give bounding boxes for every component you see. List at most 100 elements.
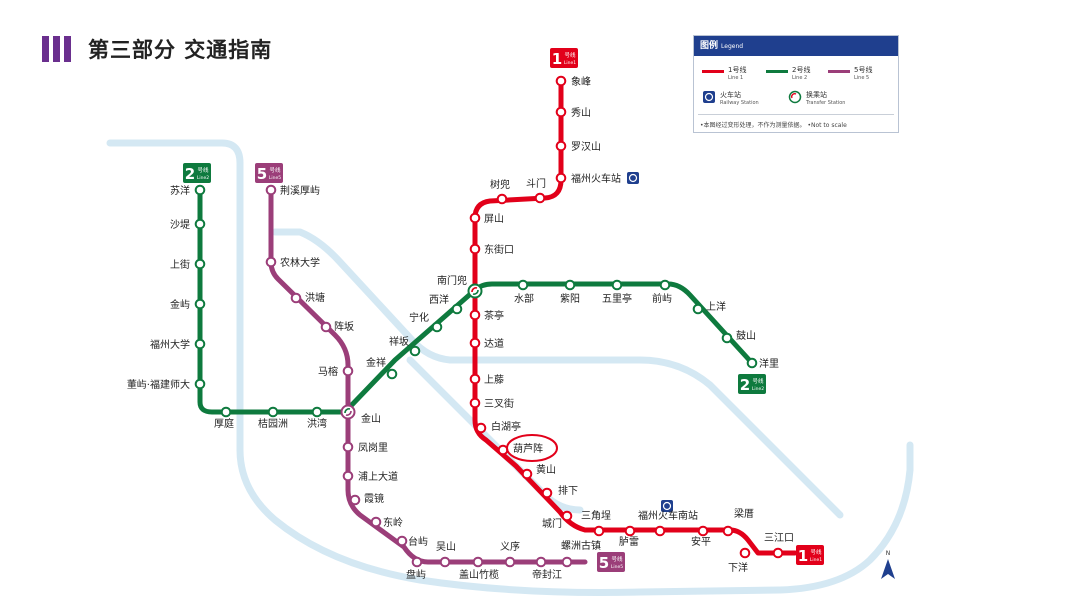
legend-railway-en: Railway Station — [720, 100, 759, 106]
line2-station-label: 西洋 — [429, 293, 449, 306]
line2-station-label: 桔园洲 — [258, 417, 288, 430]
line1-station-dot[interactable] — [555, 172, 567, 184]
line1-station-dot[interactable] — [654, 525, 666, 537]
line1-station-dot[interactable] — [772, 547, 784, 559]
legend-line5-cn: 5号线 — [854, 66, 873, 74]
line2-station-dot[interactable] — [194, 298, 206, 310]
line1-station-dot[interactable] — [469, 243, 481, 255]
line5-station-dot[interactable] — [370, 516, 382, 528]
line1-station-dot[interactable] — [469, 212, 481, 224]
line5-station-dot[interactable] — [320, 321, 332, 333]
legend-railway-cn: 火车站 — [720, 91, 741, 99]
line2-station-dot[interactable] — [194, 218, 206, 230]
line1-station-label: 胪雷 — [619, 536, 639, 548]
line1-station-dot[interactable] — [555, 75, 567, 87]
legend-title: 图例 — [700, 41, 719, 51]
line2-station-dot[interactable] — [659, 279, 671, 291]
svg-text:5: 5 — [599, 554, 609, 572]
legend-transfer-cn: 换乘站 — [806, 91, 827, 99]
line5-station-dot[interactable] — [349, 494, 361, 506]
line2-station-dot[interactable] — [386, 368, 398, 380]
line2-station-label: 前屿 — [652, 292, 672, 305]
railway-station-icon-fuzhou — [627, 172, 639, 184]
line1-station-label: 茶亭 — [484, 309, 504, 322]
line1-station-dot[interactable] — [624, 525, 636, 537]
line1-station-dot[interactable] — [475, 422, 487, 434]
line2-station-dot[interactable] — [194, 258, 206, 270]
line2-station-dot[interactable] — [311, 406, 323, 418]
line5-station-dot[interactable] — [265, 184, 277, 196]
line2-station-dot[interactable] — [194, 338, 206, 350]
svg-text:1: 1 — [798, 547, 808, 565]
line1-station-label: 屏山 — [484, 213, 504, 225]
highlight-ring — [506, 434, 558, 462]
line2-station-dot[interactable] — [267, 406, 279, 418]
line5-station-label: 帝封江 — [532, 568, 562, 581]
line5-station-dot[interactable] — [439, 556, 451, 568]
line5-station-dot[interactable] — [290, 292, 302, 304]
line5-station-dot[interactable] — [342, 441, 354, 453]
line1-station-dot[interactable] — [555, 106, 567, 118]
line1-station-dot[interactable] — [497, 444, 509, 456]
line5-station-dot[interactable] — [472, 556, 484, 568]
line2-station-label: 福州大学 — [150, 338, 190, 351]
compass-icon: N — [881, 550, 895, 579]
legend-line1-en: Line 1 — [728, 75, 744, 81]
line1-station-dot[interactable] — [555, 140, 567, 152]
line5-station-dot[interactable] — [396, 535, 408, 547]
ring-road-outer — [106, 139, 914, 596]
line5-station-dot[interactable] — [265, 256, 277, 268]
line5-station-dot[interactable] — [561, 556, 573, 568]
line2-station-dot[interactable] — [611, 279, 623, 291]
line1-station-dot[interactable] — [534, 192, 546, 204]
line1-station-dot[interactable] — [541, 487, 553, 499]
line1-station-dot[interactable] — [697, 525, 709, 537]
line2-station-dot[interactable] — [431, 321, 443, 333]
line2-station-dot[interactable] — [409, 345, 421, 357]
line1-station-dot[interactable] — [469, 373, 481, 385]
svg-text:号线: 号线 — [810, 548, 822, 556]
line1-station-dot[interactable] — [739, 547, 751, 559]
line2-station-label: 金山 — [361, 412, 381, 425]
line5-station-label: 螺洲古镇 — [561, 539, 601, 552]
compass-label: N — [886, 550, 891, 557]
line2-station-dot[interactable] — [451, 303, 463, 315]
line5-station-dot[interactable] — [535, 556, 547, 568]
line5-station-dot[interactable] — [342, 365, 354, 377]
line1-station-dot[interactable] — [469, 337, 481, 349]
line2-station-dot[interactable] — [220, 406, 232, 418]
line1-station-label: 白湖亭 — [491, 420, 521, 433]
line1-station-dot[interactable] — [469, 309, 481, 321]
svg-text:2: 2 — [740, 376, 750, 394]
line5-station-label: 义序 — [500, 540, 520, 553]
legend-line5-en: Line 5 — [854, 75, 870, 81]
line1-station-dot[interactable] — [593, 525, 605, 537]
line1-station-dot[interactable] — [496, 193, 508, 205]
legend-line2-swatch — [766, 70, 788, 73]
line5-station-label: 台屿 — [408, 535, 428, 548]
line2-station-dot[interactable] — [194, 184, 206, 196]
line1-station-dot[interactable] — [469, 397, 481, 409]
line2-station-dot[interactable] — [564, 279, 576, 291]
line2-station-label: 上街 — [170, 258, 190, 271]
line2-station-dot[interactable] — [721, 332, 733, 344]
line2-station-dot[interactable] — [746, 357, 758, 369]
line1-station-dot[interactable] — [521, 468, 533, 480]
line1-station-dot[interactable] — [722, 525, 734, 537]
line2-station-dot[interactable] — [517, 279, 529, 291]
svg-text:Line2: Line2 — [752, 386, 764, 392]
legend-line1-swatch — [702, 70, 724, 73]
line5-station-label: 阵坂 — [334, 320, 354, 333]
line5-station-dot[interactable] — [504, 556, 516, 568]
line5-station-dot[interactable] — [411, 556, 423, 568]
line2-station-dot[interactable] — [194, 378, 206, 390]
line1-station-dot[interactable] — [561, 510, 573, 522]
line5-station-dot[interactable] — [342, 470, 354, 482]
line5-station-label: 马榕 — [318, 365, 338, 378]
line2-station-dot[interactable] — [692, 303, 704, 315]
legend-line5-swatch — [828, 70, 850, 73]
line1-station-label: 象峰 — [571, 76, 591, 88]
